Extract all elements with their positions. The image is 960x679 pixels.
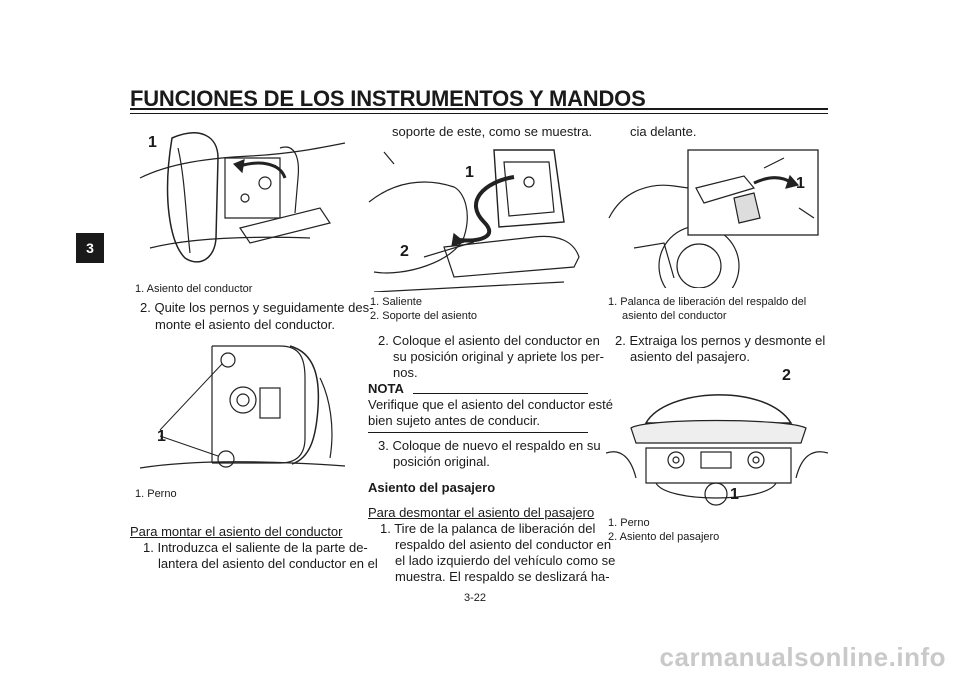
note-text: Verifique que el asiento del conductor e… bbox=[368, 397, 614, 412]
step-text: 3. Coloque de nuevo el respaldo en su bbox=[378, 438, 601, 453]
step-text: 1. Introduzca el saliente de la parte de… bbox=[143, 540, 368, 555]
figure-label: 2 bbox=[782, 367, 791, 384]
step-text: monte el asiento del conductor. bbox=[155, 317, 335, 332]
page-number: 3-22 bbox=[464, 592, 487, 604]
figure-label: 2 bbox=[400, 243, 409, 260]
header-rule-thin bbox=[130, 113, 828, 114]
figure-label: 1 bbox=[148, 134, 157, 151]
figure-caption: 2. Soporte del asiento bbox=[370, 310, 478, 322]
figure-caption: asiento del conductor bbox=[622, 310, 727, 322]
step-text: nos. bbox=[393, 365, 418, 380]
figure-caption: 1. Saliente bbox=[370, 296, 422, 308]
note-text: bien sujeto antes de conducir. bbox=[368, 413, 541, 428]
figure-label: 1 bbox=[796, 175, 805, 192]
step-text: 2. Coloque el asiento del conductor en bbox=[378, 333, 600, 348]
step-text: su posición original y apriete los per- bbox=[393, 349, 604, 364]
step-text: soporte de este, como se muestra. bbox=[392, 124, 593, 139]
note-top-rule bbox=[413, 393, 588, 394]
page-title: FUNCIONES DE LOS INSTRUMENTOS Y MANDOS bbox=[130, 86, 646, 111]
step-text: muestra. El respaldo se deslizará ha- bbox=[395, 569, 610, 584]
chapter-tab: 3 bbox=[76, 233, 104, 263]
figure-caption: 1. Perno bbox=[135, 488, 177, 500]
figure-label: 1 bbox=[730, 486, 739, 503]
note-bottom-rule bbox=[368, 432, 588, 433]
figure-seat-bracket-illustration bbox=[368, 149, 580, 292]
note-title: NOTA bbox=[368, 381, 404, 396]
step-text: respaldo del asiento del conductor en bbox=[395, 537, 612, 552]
figure-caption: 1. Palanca de liberación del respaldo de… bbox=[608, 296, 807, 308]
figure-backrest-lever-illustration bbox=[608, 149, 819, 288]
section-heading: Asiento del pasajero bbox=[368, 480, 496, 495]
step-text: posición original. bbox=[393, 454, 490, 469]
figure-caption: 1. Asiento del conductor bbox=[135, 283, 253, 295]
figure-bolt-illustration bbox=[139, 345, 346, 469]
install-heading: Para montar el asiento del conductor bbox=[130, 524, 343, 539]
figure-caption: 1. Perno bbox=[608, 517, 650, 529]
figure-rider-seat-illustration bbox=[139, 132, 346, 263]
figure-label: 1 bbox=[465, 164, 474, 181]
remove-heading: Para desmontar el asiento del pasajero bbox=[368, 505, 595, 520]
figure-caption: 2. Asiento del pasajero bbox=[608, 531, 720, 543]
figure-label: 1 bbox=[157, 428, 166, 445]
figure-passenger-seat-illustration bbox=[606, 394, 828, 506]
step-text: asiento del pasajero. bbox=[630, 349, 750, 364]
step-text: cia delante. bbox=[630, 124, 697, 139]
watermark: carmanualsonline.info bbox=[659, 642, 946, 672]
header-rule bbox=[130, 108, 828, 110]
step-text: 2. Quite los pernos y seguidamente des- bbox=[140, 300, 374, 315]
step-text: 2. Extraiga los pernos y desmonte el bbox=[615, 333, 826, 348]
step-text: el lado izquierdo del vehículo como se bbox=[395, 553, 616, 568]
step-text: lantera del asiento del conductor en el bbox=[158, 556, 378, 571]
step-text: 1. Tire de la palanca de liberación del bbox=[380, 521, 596, 536]
